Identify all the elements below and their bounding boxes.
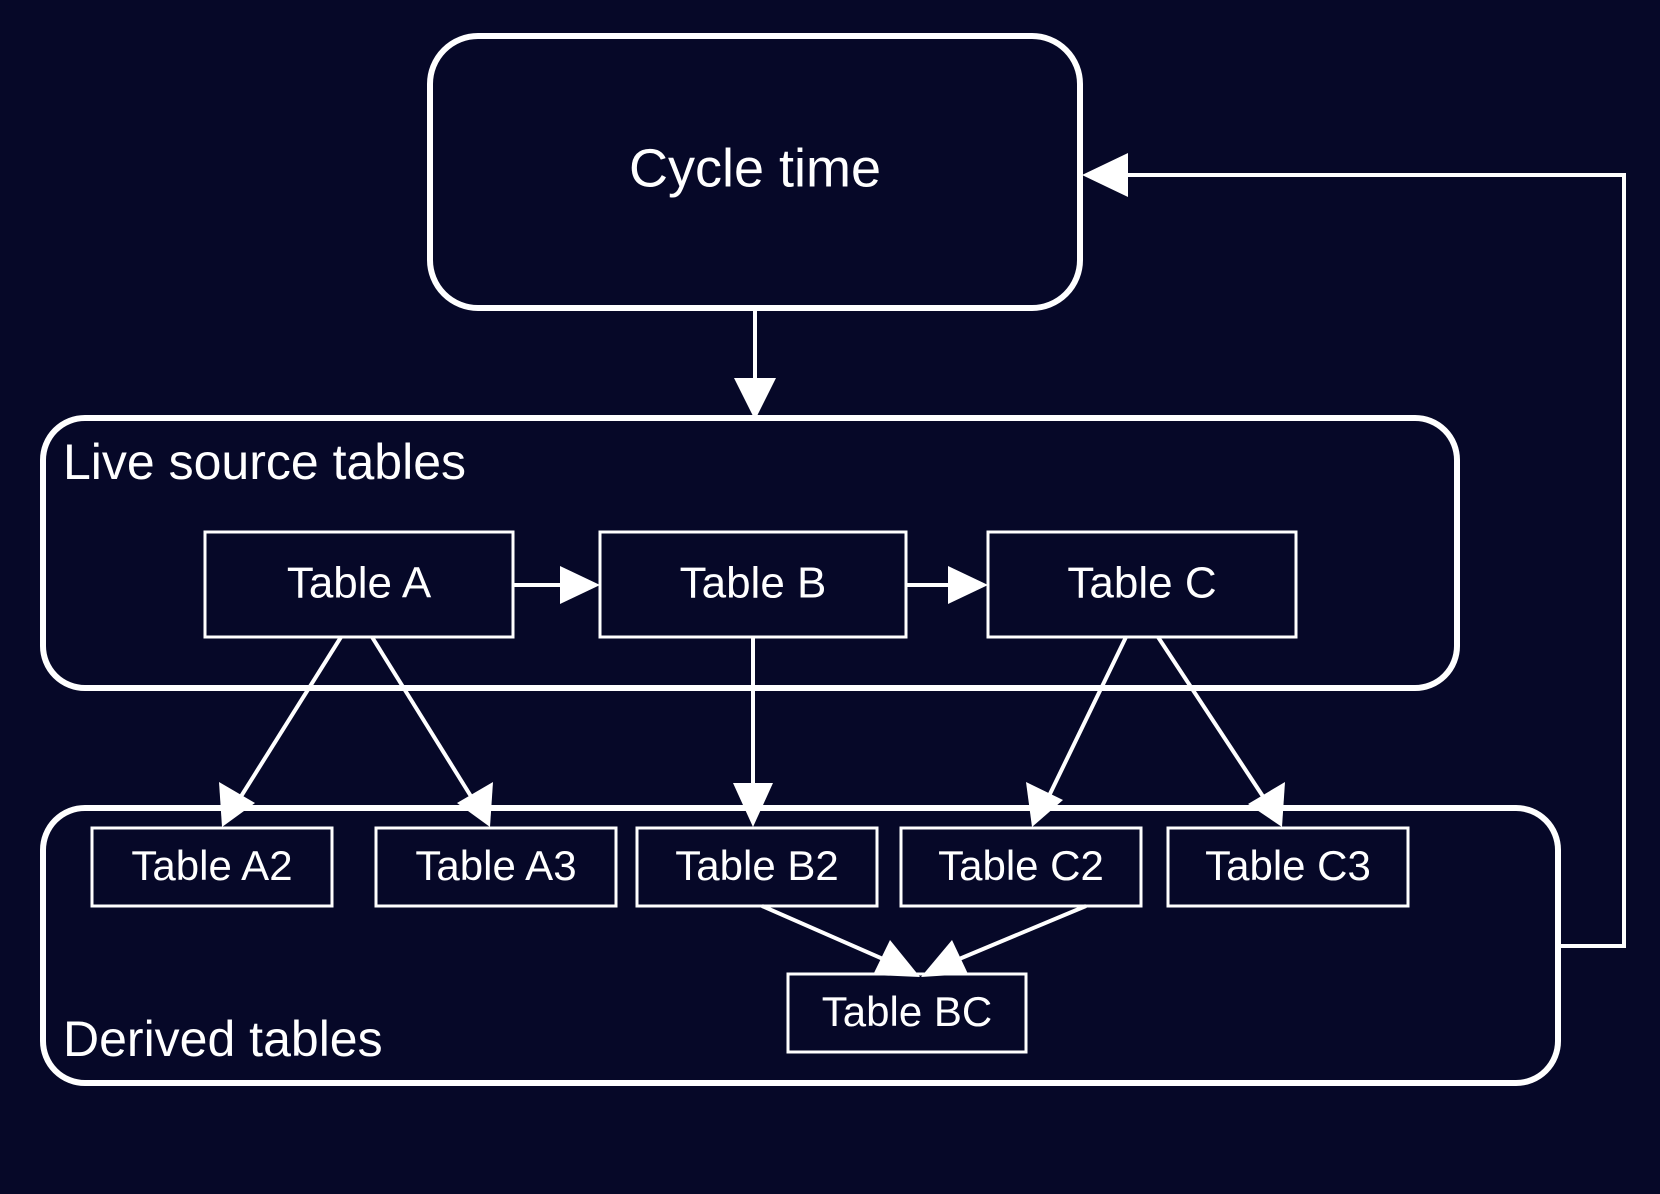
node-table-c2[interactable]: Table C2 [899,826,1143,908]
table-a-label: Table A [287,559,432,608]
feedback-loop-line [1125,173,1626,948]
table-c-label: Table C [1067,559,1216,608]
table-b-label: Table B [680,559,827,608]
table-c2-label: Table C2 [938,842,1104,889]
edge-line [370,635,474,800]
derived-tables-label: Derived tables [63,1011,383,1067]
arrowhead-diagonal-icon [1026,782,1063,827]
live-source-frame [40,415,1460,691]
table-a2-box [90,826,334,908]
node-table-b2[interactable]: Table B2 [635,826,879,908]
node-table-c3[interactable]: Table C3 [1166,826,1410,908]
table-b2-label: Table B2 [675,842,838,889]
table-c3-box [1166,826,1410,908]
table-c3-label: Table C3 [1205,842,1371,889]
edge-line [238,635,343,800]
arrowhead-diagonal-icon [219,782,255,827]
arrowhead-down-icon [734,378,776,420]
arrowhead-diagonal-icon [921,940,968,977]
node-table-b[interactable]: Table B [598,530,908,639]
arrowhead-down-icon [733,783,773,827]
edge-tablec-to-tablec2 [1026,636,1128,827]
node-table-c[interactable]: Table C [986,530,1298,639]
edge-line [1156,635,1266,800]
table-a3-box [374,826,618,908]
edge-line [951,904,1087,964]
edge-tablea-to-tableb [513,566,600,604]
edge-cycletime-to-livesource [734,310,776,420]
node-table-a2[interactable]: Table A2 [90,826,334,908]
table-bc-label: Table BC [822,988,992,1035]
arrowhead-right-icon [560,566,600,604]
arrowhead-diagonal-icon [873,940,920,977]
table-c-box [986,530,1298,639]
arrowhead-left-icon [1082,153,1128,197]
table-bc-box [786,972,1028,1054]
node-table-bc[interactable]: Table BC [786,972,1028,1054]
table-c2-box [899,826,1143,908]
table-a3-label: Table A3 [415,842,576,889]
node-cycle-time[interactable]: Cycle time [427,33,1083,311]
edge-tablea-to-tablea2 [219,635,343,827]
edge-tablec2-to-tablebc [921,904,1087,977]
edge-tablec-to-tablec3 [1156,635,1285,827]
node-table-a[interactable]: Table A [203,530,515,639]
cycle-time-box [427,33,1083,311]
edge-tableb2-to-tablebc [761,904,920,977]
arrowhead-diagonal-icon [1248,782,1285,827]
group-live-source-tables: Live source tables [40,415,1460,691]
node-table-a3[interactable]: Table A3 [374,826,618,908]
table-b2-box [635,826,879,908]
edge-tablea-to-tablea3 [370,635,493,827]
arrowhead-diagonal-icon [457,782,493,827]
edge-line [1046,636,1128,799]
edge-line [761,904,891,964]
edge-tableb-to-tablec [906,566,988,604]
arrowhead-right-icon [948,566,988,604]
table-a2-label: Table A2 [131,842,292,889]
live-source-tables-label: Live source tables [63,434,466,490]
edge-feedback-loop [1082,153,1626,948]
cycle-time-label: Cycle time [629,138,881,198]
edge-tableb-to-tableb2 [733,637,773,827]
